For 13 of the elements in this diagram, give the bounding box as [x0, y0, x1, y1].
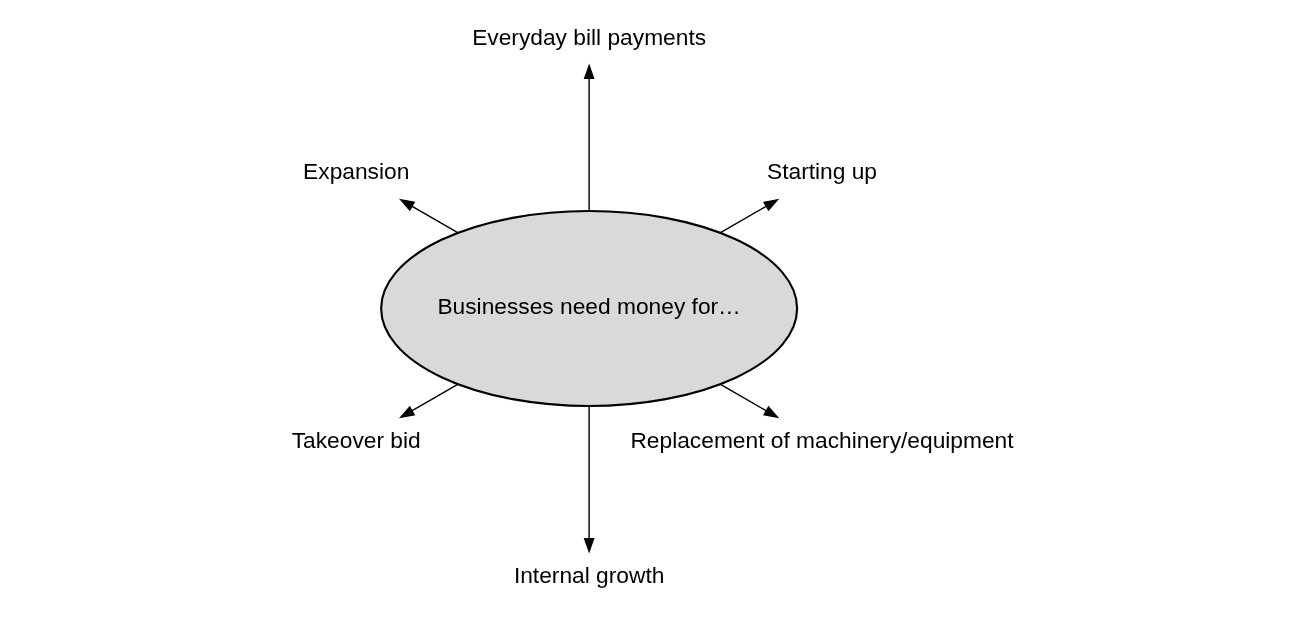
node-text: Internal growth — [513, 561, 665, 588]
node-text: Everyday bill payments — [472, 23, 707, 50]
arrow — [583, 63, 595, 212]
node-text: Replacement of machinery/equipment — [630, 427, 1014, 454]
arrow — [719, 198, 780, 234]
node-text: Starting up — [767, 158, 878, 185]
node-text: Expansion — [303, 158, 410, 185]
arrow — [583, 405, 595, 554]
node-ellipse: Businesses need money for… — [380, 209, 799, 408]
arrow — [399, 198, 459, 234]
arrow — [719, 383, 780, 419]
arrow — [399, 383, 459, 419]
node-text: Takeover bid — [291, 427, 421, 454]
